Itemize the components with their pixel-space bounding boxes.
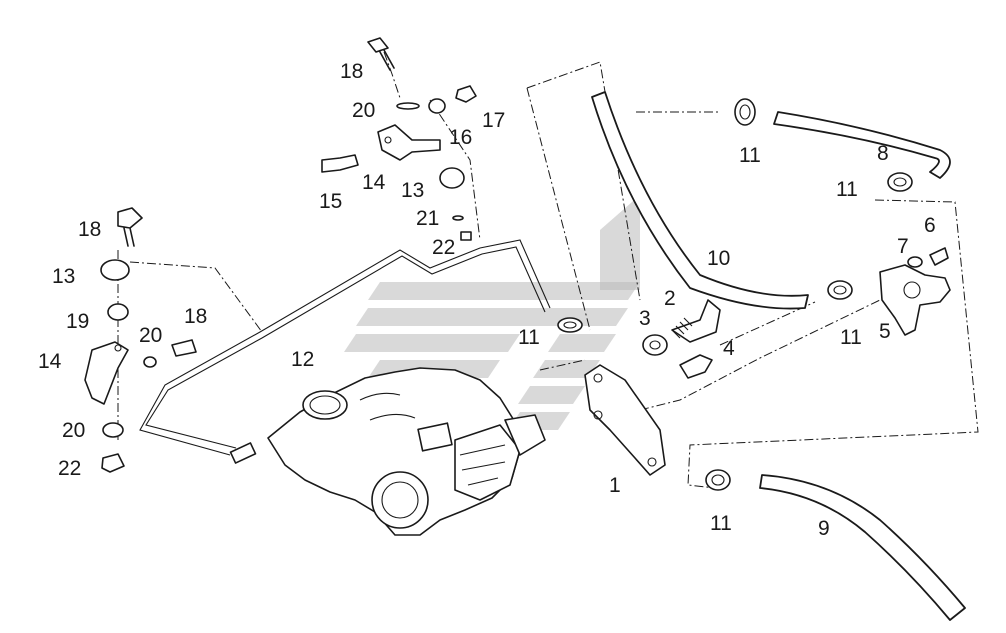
washer-7 [907,256,923,268]
callout-label: 22 [432,236,455,259]
callout-label: 21 [416,207,439,230]
bracket-hole [647,457,657,467]
washer-top [428,98,446,114]
hose-10 [591,91,809,310]
callout-label: 18 [78,218,101,241]
washer-3 [642,334,668,356]
callout-label: 11 [836,178,858,201]
clamp-13-left [100,259,130,281]
nut-22-low [101,453,125,473]
callout-labels: 1 2 3 4 5 6 7 8 9 10 11 11 11 11 11 12 1… [38,60,936,540]
washer-21 [452,215,464,221]
callout-label: 1 [609,474,621,497]
hose-clamp [887,172,913,192]
callout-label: 10 [707,247,730,270]
hose-8 [773,111,951,179]
bracket-hole [593,410,603,420]
bolt-18-mid [171,339,197,357]
callout-label: 5 [879,320,891,343]
callout-label: 9 [818,517,830,540]
callout-label: 11 [710,512,732,535]
bolt-4 [679,354,713,379]
callout-label: 13 [52,265,75,288]
washer-20-mid [143,356,157,368]
callout-label: 22 [58,457,81,480]
nut-17 [455,85,477,103]
hose-clamp [705,469,731,491]
hose-clamp [734,98,756,126]
bolt-6 [929,247,949,266]
hose-clamp [557,317,583,333]
nut-22-top [460,231,472,241]
callout-label: 11 [518,326,540,349]
callout-label: 19 [66,310,89,333]
callout-label: 18 [340,60,363,83]
bolt-15 [321,154,359,173]
callout-label: 7 [897,235,909,258]
callout-label: 8 [877,142,889,165]
bracket-1 [584,364,666,476]
housing-5 [879,264,951,336]
callout-label: 4 [723,337,735,360]
pipe-fitting-left [229,442,257,464]
clamp-13-top [439,167,465,189]
spacer-19 [107,303,129,321]
assembly-lines [117,51,979,489]
callout-label: 12 [291,348,314,371]
callout-label: 11 [840,326,862,349]
turbocharger [267,367,546,536]
callout-label: 11 [739,144,761,167]
washer-20-top [396,102,420,110]
callout-label: 17 [482,109,505,132]
callout-label: 20 [352,99,375,122]
callout-label: 20 [62,419,85,442]
bracket-14-top [377,124,441,161]
washer-20-low [102,422,124,438]
callout-label: 14 [362,171,386,194]
hose-9 [759,474,966,621]
callout-label: 13 [401,179,424,202]
callout-label: 3 [639,307,651,330]
hose-clamp [827,280,853,300]
bracket-14-left [84,341,129,405]
callout-label: 20 [139,324,162,347]
bracket-hole [593,373,603,383]
callout-label: 6 [924,214,936,237]
banjo-bolt-2 [671,299,721,343]
bolt-18-left [117,207,143,247]
oil-feed-pipe [139,239,551,456]
callout-label: 15 [319,190,342,213]
callout-label: 16 [449,126,472,149]
callout-label: 18 [184,305,207,328]
callout-label: 2 [664,287,676,310]
bolt-18-top [367,37,395,71]
callout-label: 14 [38,350,62,373]
